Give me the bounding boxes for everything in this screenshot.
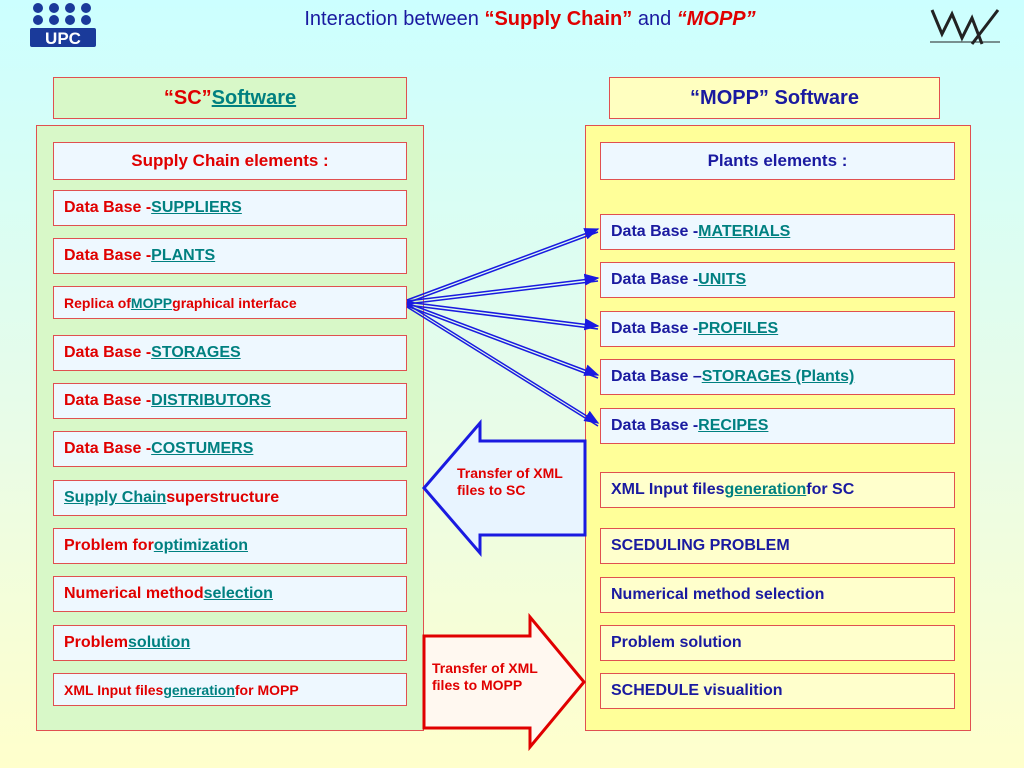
- sc-item-plants: Data Base - PLANTS: [53, 238, 407, 274]
- costumers-link[interactable]: COSTUMERS: [151, 440, 254, 457]
- page-title: Interaction between “Supply Chain” and “…: [304, 8, 756, 30]
- generation-mopp-link[interactable]: generation: [163, 681, 235, 698]
- connector-materials: [406, 228, 600, 301]
- storages-plants-link[interactable]: STORAGES (Plants): [701, 368, 855, 385]
- mopp-software-header: “MOPP” Software: [609, 77, 940, 119]
- sc-elements-title: Supply Chain elements :: [53, 142, 407, 180]
- suppliers-link[interactable]: SUPPLIERS: [151, 199, 242, 216]
- mopp-item-storages-plants: Data Base – STORAGES (Plants): [600, 359, 955, 395]
- connector-profiles: [406, 301, 600, 331]
- sc-item-storages: Data Base - STORAGES: [53, 335, 407, 371]
- sc-item-distributors: Data Base - DISTRIBUTORS: [53, 383, 407, 419]
- sc-item-optimization: Problem for optimization: [53, 528, 407, 564]
- upc-logo: UPC: [30, 3, 96, 48]
- mopp-item-xml-sc: XML Input files generation for SC: [600, 472, 955, 508]
- materials-link[interactable]: MATERIALS: [698, 223, 791, 240]
- connector-storages: [406, 302, 600, 376]
- plants-elements-title: Plants elements :: [600, 142, 955, 180]
- plants-link[interactable]: PLANTS: [151, 247, 216, 264]
- transfer-to-mopp-arrow: [422, 612, 586, 752]
- mopp-item-units: Data Base - UNITS: [600, 262, 955, 298]
- profiles-link[interactable]: PROFILES: [698, 320, 779, 337]
- connector-recipes: [406, 303, 600, 424]
- mopp-item-materials: Data Base - MATERIALS: [600, 214, 955, 250]
- sc-software-header: “SC” Software: [53, 77, 407, 119]
- units-link[interactable]: UNITS: [698, 271, 747, 288]
- sc-item-costumers: Data Base - COSTUMERS: [53, 431, 407, 467]
- mopp-item-solution: Problem solution: [600, 625, 955, 661]
- sc-item-superstructure: Supply Chain superstructure: [53, 480, 407, 516]
- replica-connector-lines: [406, 228, 600, 427]
- connector-units: [406, 273, 600, 302]
- mopp-item-visualition: SCHEDULE visualition: [600, 673, 955, 709]
- wx-logo-icon: [930, 9, 1000, 45]
- mopp-link[interactable]: MOPP: [130, 294, 173, 311]
- sc-item-replica: Replica of MOPP graphical interface: [53, 286, 407, 319]
- svg-text:UPC: UPC: [45, 29, 81, 48]
- sc-item-numerical: Numerical method selection: [53, 576, 407, 612]
- mopp-item-scheduling: SCEDULING PROBLEM: [600, 528, 955, 564]
- distributors-link[interactable]: DISTRIBUTORS: [151, 392, 271, 409]
- selection-link[interactable]: selection: [203, 585, 273, 602]
- transfer-to-sc-arrow: [422, 418, 587, 558]
- recipes-link[interactable]: RECIPES: [698, 417, 769, 434]
- sc-item-suppliers: Data Base - SUPPLIERS: [53, 190, 407, 226]
- optimization-link[interactable]: optimization: [153, 537, 249, 554]
- mopp-item-profiles: Data Base - PROFILES: [600, 311, 955, 347]
- solution-link[interactable]: solution: [128, 634, 191, 651]
- sc-item-solution: Problem solution: [53, 625, 407, 661]
- mopp-item-numerical: Numerical method selection: [600, 577, 955, 613]
- mopp-item-recipes: Data Base - RECIPES: [600, 408, 955, 444]
- supply-chain-link[interactable]: Supply Chain: [64, 489, 167, 506]
- sc-software-link[interactable]: Software: [211, 86, 297, 109]
- sc-item-xml-mopp: XML Input files generation for MOPP: [53, 673, 407, 706]
- transfer-to-mopp-label: Transfer of XML files to MOPP: [432, 660, 538, 693]
- generation-sc-link[interactable]: generation: [724, 481, 807, 498]
- transfer-to-sc-label: Transfer of XML files to SC: [457, 465, 563, 498]
- storages-link[interactable]: STORAGES: [151, 344, 241, 361]
